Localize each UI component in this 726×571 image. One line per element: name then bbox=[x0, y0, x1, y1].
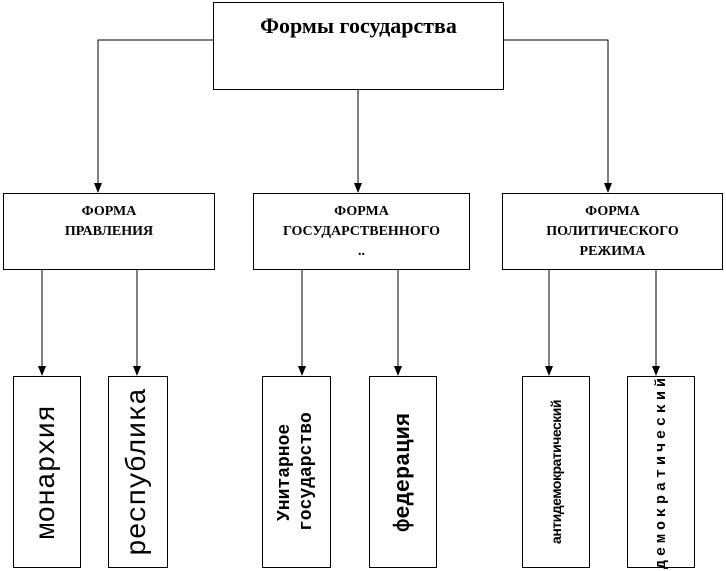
arrow-icon bbox=[604, 183, 612, 193]
connector-root-left bbox=[97, 39, 213, 184]
leaf-label: федерация bbox=[390, 412, 416, 532]
leaf-box-unitary: Унитарное государство bbox=[262, 376, 331, 568]
connector-root-right bbox=[503, 39, 609, 184]
root-box: Формы государства bbox=[213, 2, 504, 90]
leaf-box-monarchy: монархия bbox=[13, 376, 81, 568]
arrow-icon bbox=[94, 183, 102, 193]
arrow-icon bbox=[652, 366, 660, 376]
arrow-icon bbox=[545, 366, 553, 376]
category-label: ФОРМА ГОСУДАРСТВЕННОГО .. bbox=[282, 204, 441, 259]
leaf-label: Унитарное государство bbox=[274, 412, 317, 532]
category-box-regime: ФОРМА ПОЛИТИЧЕСКОГО РЕЖИМА bbox=[502, 193, 723, 270]
category-label: ФОРМА ПРАВЛЕНИЯ bbox=[64, 204, 154, 239]
arrow-icon bbox=[394, 366, 402, 376]
category-box-government: ФОРМА ПРАВЛЕНИЯ bbox=[3, 193, 215, 270]
leaf-box-federation: федерация bbox=[369, 376, 437, 568]
leaf-box-republic: республика bbox=[108, 376, 168, 568]
category-label: ФОРМА ПОЛИТИЧЕСКОГО РЕЖИМА bbox=[546, 204, 679, 259]
leaf-box-democratic: демократический bbox=[627, 374, 695, 570]
arrow-icon bbox=[38, 366, 46, 376]
arrow-icon bbox=[298, 366, 306, 376]
arrow-icon bbox=[354, 183, 362, 193]
leaf-label: демократический bbox=[652, 374, 670, 570]
leaf-label: республика bbox=[122, 387, 154, 557]
arrowheads bbox=[38, 183, 660, 376]
root-label: Формы государства bbox=[260, 13, 457, 38]
category-box-territorial: ФОРМА ГОСУДАРСТВЕННОГО .. bbox=[253, 193, 470, 270]
leaf-label: антидемократический bbox=[548, 400, 564, 544]
leaf-label: монархия bbox=[31, 404, 63, 540]
arrow-icon bbox=[133, 366, 141, 376]
leaf-box-antidemocratic: антидемократический bbox=[522, 376, 590, 568]
